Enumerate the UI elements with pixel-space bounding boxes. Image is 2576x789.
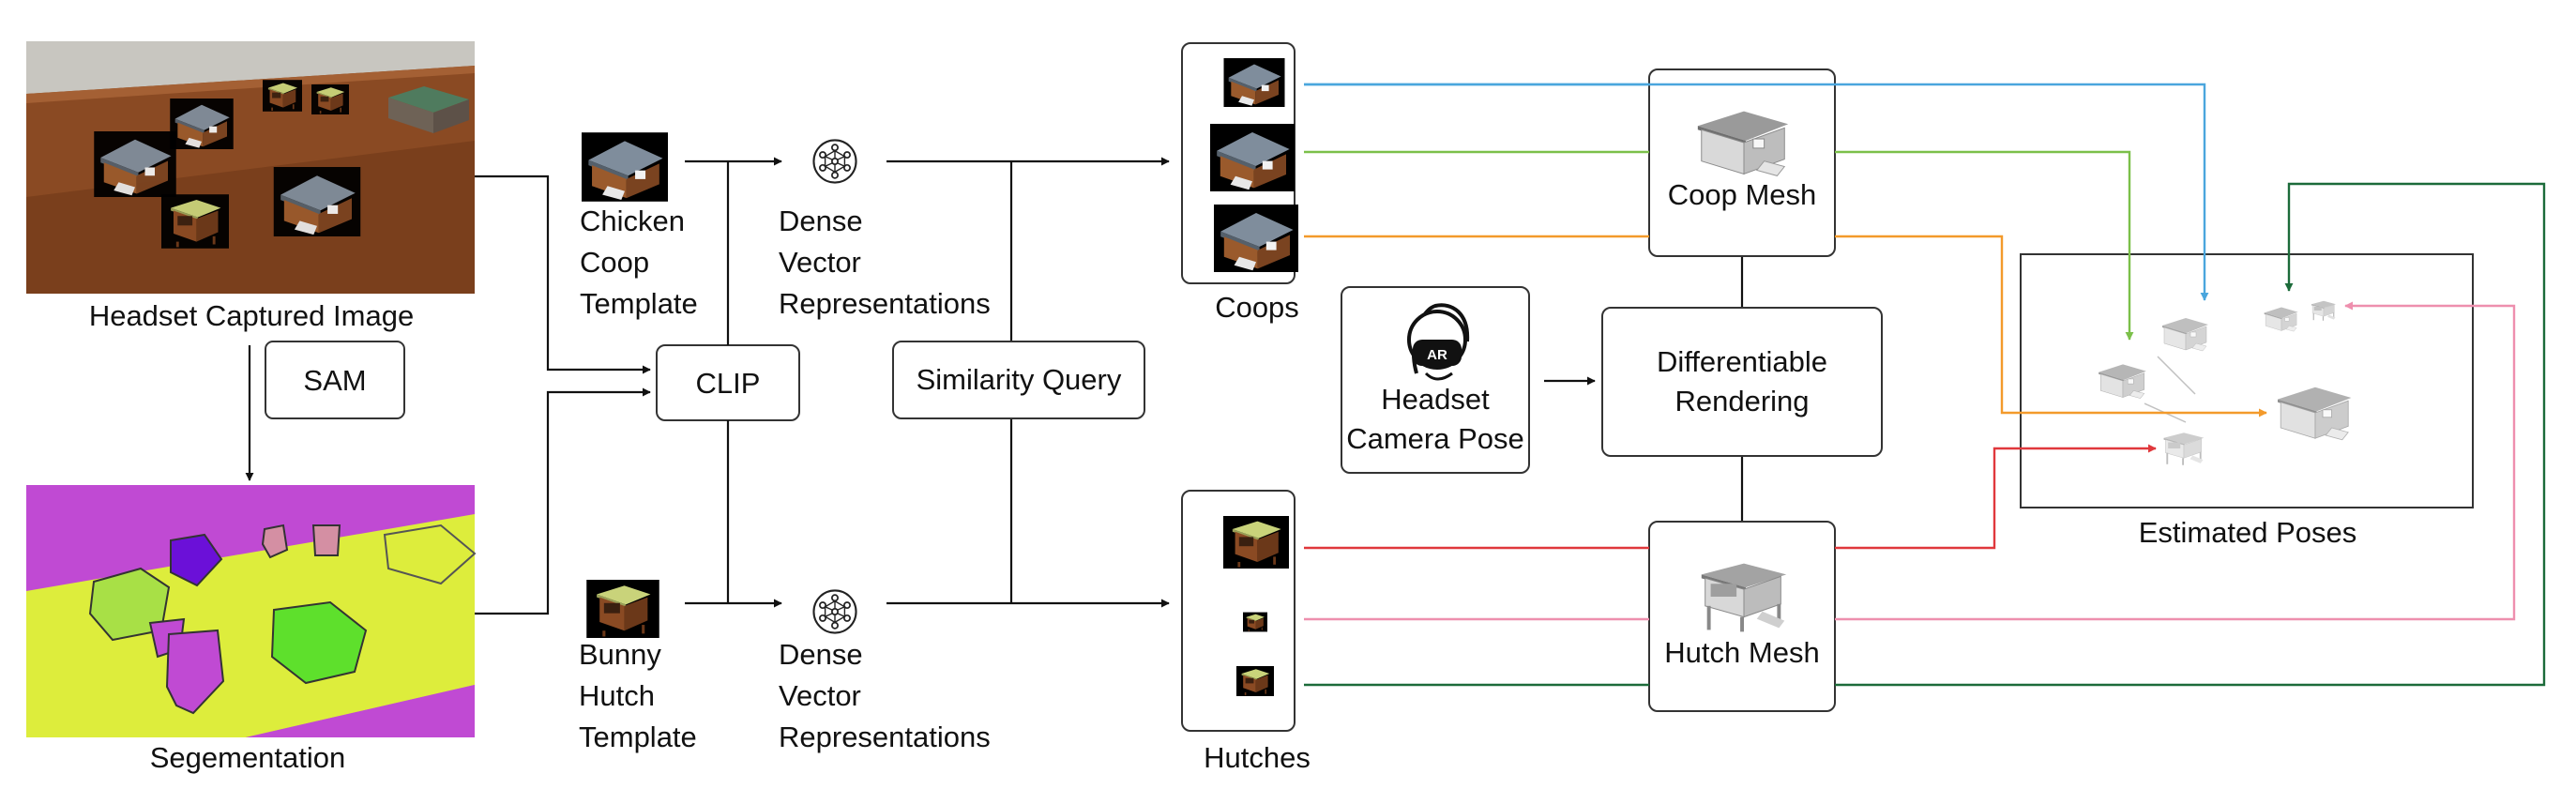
sam-box — [265, 341, 405, 419]
headset-captured-image — [26, 41, 475, 294]
image-to-clip-arrow — [475, 174, 651, 374]
ar-headset-icon — [1407, 303, 1470, 381]
dense-bottom-line-3: Representations — [779, 721, 991, 753]
dense-bottom-line-2: Vector — [779, 679, 861, 712]
coop-template-line-3: Template — [580, 287, 698, 320]
segmentation-image — [26, 485, 477, 737]
hutch-template-line-3: Template — [579, 721, 697, 753]
bunny-hutch-template-image — [584, 580, 661, 638]
hutch-template-line-1: Bunny — [579, 638, 661, 671]
hutch-template-line-2: Hutch — [579, 679, 655, 712]
chicken-coop-template-image — [582, 132, 668, 202]
embedding-network-icon — [812, 139, 857, 184]
segmentation-label: Segementation — [150, 741, 346, 774]
dense-bottom-line-1: Dense — [779, 638, 863, 671]
coop-mesh-label: Coop Mesh — [1668, 178, 1817, 211]
red-correspondence-line — [1304, 448, 2156, 550]
similarity-query-label: Similarity Query — [917, 363, 1122, 396]
estimated-poses-label: Estimated Poses — [2139, 516, 2357, 549]
orange-correspondence-line — [1304, 235, 2266, 413]
coop-crop-image — [1214, 205, 1298, 272]
hutch-crop-image — [1243, 611, 1267, 633]
coop-template-line-1: Chicken — [580, 205, 685, 237]
clip-label: CLIP — [696, 367, 761, 400]
coop-template-line-2: Coop — [580, 246, 649, 279]
headset-pose-line-2: Camera Pose — [1346, 422, 1524, 455]
dense-top-line-2: Vector — [779, 246, 861, 279]
sam-label: SAM — [303, 364, 366, 397]
dark-green-correspondence-line — [1304, 182, 2546, 687]
ar-badge-text: AR — [1427, 347, 1447, 363]
green-correspondence-line — [1304, 150, 2129, 340]
coop-crop-image — [1223, 58, 1285, 107]
dense-top-line-1: Dense — [779, 205, 863, 237]
hutch-crop-image — [1223, 516, 1289, 569]
coops-label: Coops — [1215, 291, 1299, 324]
diff-rendering-line-1: Differentiable — [1657, 345, 1827, 378]
hutches-label: Hutches — [1204, 741, 1311, 774]
estimated-poses-box — [2020, 253, 2474, 508]
dense-top-line-3: Representations — [779, 287, 991, 320]
hutch-mesh-label: Hutch Mesh — [1664, 636, 1819, 669]
coop-crop-image — [1210, 124, 1295, 191]
diff-rendering-line-2: Rendering — [1674, 385, 1809, 417]
pink-correspondence-line — [1304, 306, 2516, 621]
headset-image-label: Headset Captured Image — [89, 299, 414, 332]
embedding-network-icon — [812, 589, 857, 634]
differentiable-rendering-box — [1601, 307, 1883, 457]
segmentation-to-clip-arrow — [475, 387, 651, 615]
hutch-crop-image — [1236, 665, 1274, 697]
headset-pose-line-1: Headset — [1381, 383, 1490, 416]
similarity-query-box — [892, 341, 1145, 419]
